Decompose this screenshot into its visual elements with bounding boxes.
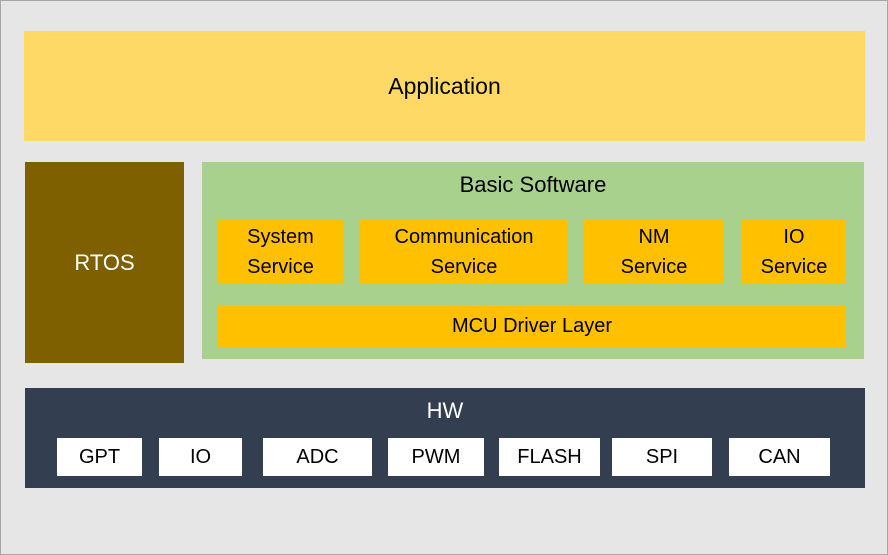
nm-service-block: NM Service <box>584 220 724 284</box>
communication-service-block: Communication Service <box>360 220 568 284</box>
hw-item-spi: SPI <box>611 437 713 477</box>
rtos-block: RTOS <box>25 162 184 363</box>
basic-software-layer: Basic Software System Service Communicat… <box>202 162 864 359</box>
application-label: Application <box>388 72 501 99</box>
rtos-label: RTOS <box>74 249 135 275</box>
mcu-driver-layer-block: MCU Driver Layer <box>218 305 846 347</box>
hw-item-gpt: GPT <box>56 437 143 477</box>
hw-item-can: CAN <box>728 437 831 477</box>
hw-item-io: IO <box>158 437 243 477</box>
hw-title: HW <box>426 398 464 423</box>
system-service-block: System Service <box>218 220 343 284</box>
hw-item-flash: FLASH <box>498 437 601 477</box>
hw-item-adc: ADC <box>262 437 373 477</box>
application-layer: Application <box>24 31 865 141</box>
hw-layer: HW GPT IO ADC PWM FLASH SPI CAN <box>25 388 865 488</box>
hw-item-pwm: PWM <box>387 437 485 477</box>
io-service-block: IO Service <box>742 220 846 284</box>
basic-software-title: Basic Software <box>459 172 607 197</box>
